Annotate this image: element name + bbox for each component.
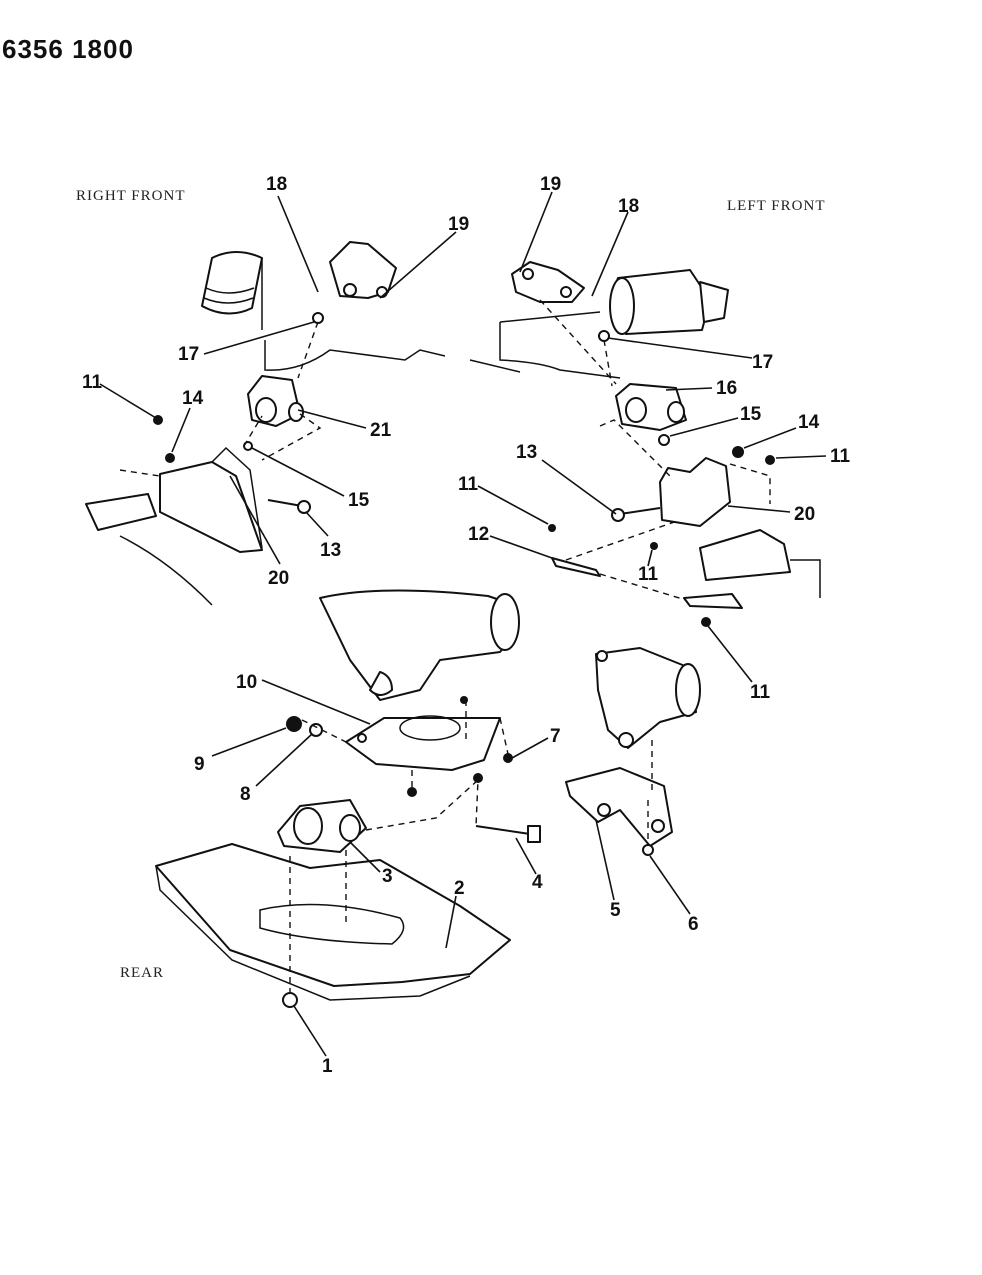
- left-front-assembly: [469, 261, 821, 627]
- callout-14-right: 14: [182, 388, 204, 409]
- callout-10: 10: [236, 672, 257, 693]
- right-bolt-13: [267, 499, 303, 507]
- right-canister: [201, 251, 263, 315]
- callout-11-left-a: 11: [458, 474, 479, 495]
- callout-17-right: 17: [178, 344, 199, 365]
- alt-extension-housing: [595, 647, 697, 749]
- transmission-rear-assembly: [155, 589, 701, 1008]
- callout-18-right: 18: [266, 174, 287, 195]
- bolt-1: [282, 992, 298, 1008]
- region-label-left-front: LEFT FRONT: [727, 198, 825, 214]
- callout-15-left: 15: [740, 404, 762, 425]
- callout-13-right: 13: [320, 540, 341, 561]
- callout-6: 6: [688, 914, 699, 935]
- left-upper-bracket: [511, 261, 585, 303]
- callout-1: 1: [322, 1056, 333, 1077]
- left-bolt-15: [658, 434, 670, 446]
- region-label-right-front: RIGHT FRONT: [76, 188, 185, 204]
- callout-4: 4: [532, 872, 543, 893]
- callout-2: 2: [454, 878, 465, 899]
- left-mount-bracket-20: [659, 457, 731, 527]
- callout-14-left: 14: [798, 412, 820, 433]
- transmission-extension-housing: [319, 589, 513, 701]
- callout-18-left: 18: [618, 196, 639, 217]
- callout-11-left-upper: 11: [830, 446, 851, 467]
- mount-bracket-5: [565, 767, 673, 847]
- region-label-rear: REAR: [120, 965, 164, 981]
- callout-11-left-b: 11: [638, 564, 659, 585]
- bolt-6: [642, 844, 654, 856]
- right-frame-rail: [85, 493, 157, 531]
- callout-3: 3: [382, 866, 393, 887]
- nut-9: [286, 716, 302, 732]
- callout-11-left-c: 11: [750, 682, 771, 703]
- callout-11-right: 11: [82, 372, 103, 393]
- left-frame-rail: [699, 529, 791, 581]
- leader-lines: [99, 191, 827, 1057]
- left-bolt-17: [598, 330, 610, 342]
- right-front-assembly: [85, 241, 446, 606]
- callout-7: 7: [550, 726, 561, 747]
- callout-12: 12: [468, 524, 489, 545]
- left-bolt-11-c: [701, 617, 711, 627]
- left-nut-14: [732, 446, 744, 458]
- callout-20-right: 20: [268, 568, 289, 589]
- left-bolt-11-b: [650, 542, 658, 550]
- callout-19-left: 19: [540, 174, 561, 195]
- left-strap-12: [551, 557, 601, 577]
- transmission-mount-bracket-10: [345, 717, 501, 771]
- left-bolt-11-upper: [765, 455, 775, 465]
- callout-19-right: 19: [448, 214, 469, 235]
- callout-5: 5: [610, 900, 621, 921]
- callout-20-left: 20: [794, 504, 815, 525]
- left-lower-bracket: [683, 593, 743, 609]
- left-bolt-13: [619, 507, 661, 515]
- callout-9: 9: [194, 754, 205, 775]
- left-bolt-11-a: [548, 524, 556, 532]
- bolt-7: [503, 753, 513, 763]
- callout-8: 8: [240, 784, 251, 805]
- callout-labels: 18 19 17 11 14 21 15 13 20 19 18 17 16 1…: [82, 174, 851, 1077]
- diagram-part-number: 6356 1800: [2, 34, 134, 64]
- right-bolt-17: [312, 312, 324, 324]
- callout-16: 16: [716, 378, 737, 399]
- callout-13-left: 13: [516, 442, 537, 463]
- crossmember-2: [155, 843, 511, 987]
- callout-21: 21: [370, 420, 392, 441]
- callout-17-left: 17: [752, 352, 773, 373]
- right-nut-14: [165, 453, 175, 463]
- callout-15-right: 15: [348, 490, 370, 511]
- bolt-4: [475, 825, 531, 835]
